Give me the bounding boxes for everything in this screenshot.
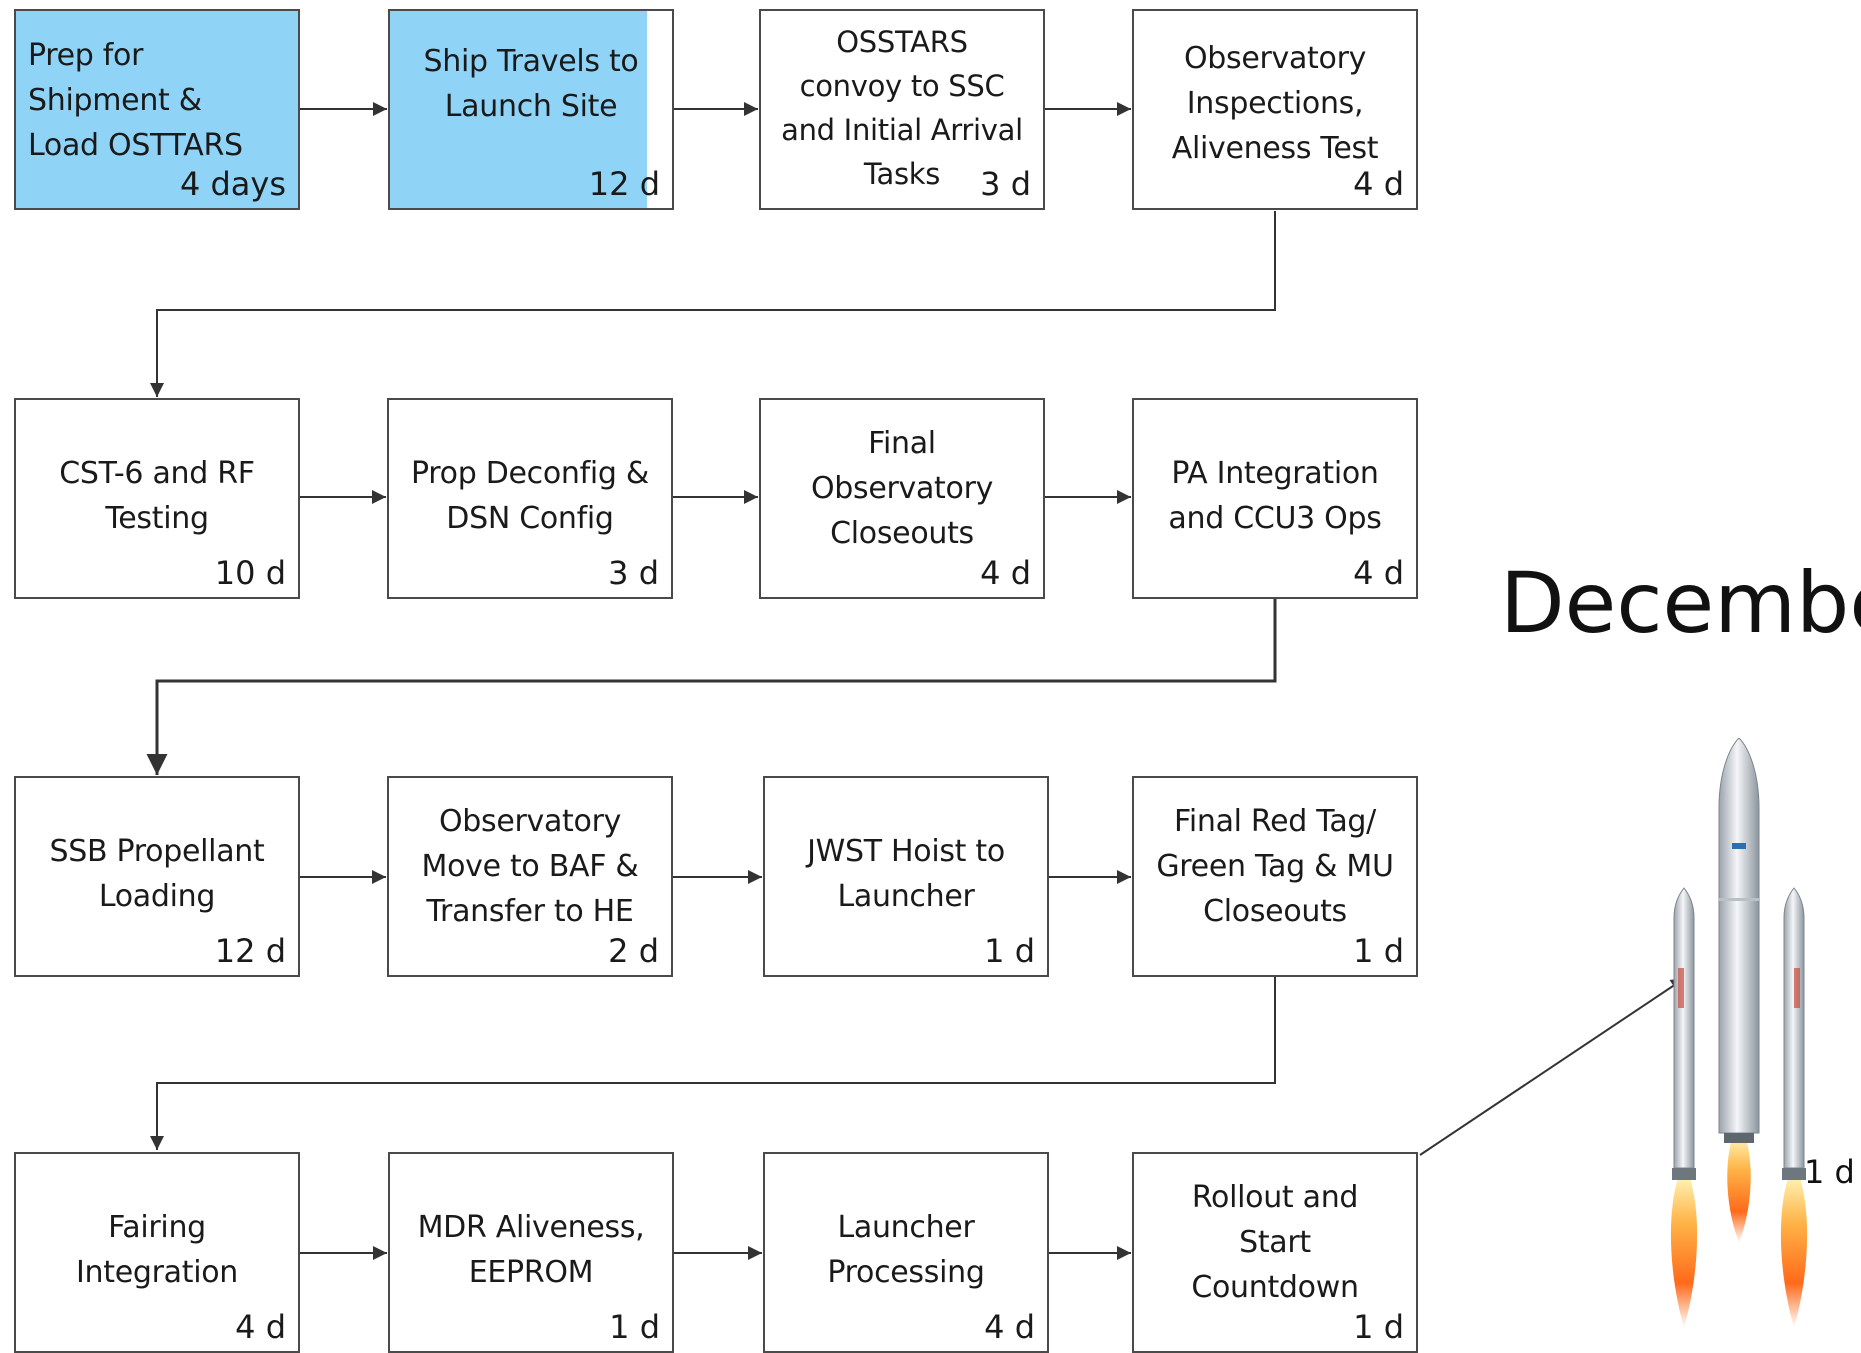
- task-fairing-integration: Fairing Integration 4 d: [14, 1152, 300, 1353]
- task-duration: 4 d: [984, 1308, 1035, 1346]
- task-label: Prop Deconfig & DSN Config: [411, 455, 649, 536]
- task-duration: 4 d: [235, 1308, 286, 1346]
- task-label: Rollout and Start Countdown: [1191, 1180, 1359, 1305]
- task-mdr-aliveness: MDR Aliveness, EEPROM 1 d: [388, 1152, 674, 1353]
- task-label: Observatory Move to BAF & Transfer to HE: [421, 804, 639, 929]
- task-duration: 4 days: [179, 165, 286, 203]
- task-rollout-countdown: Rollout and Start Countdown 1 d: [1132, 1152, 1418, 1353]
- task-final-observatory-closeouts: Final Observatory Closeouts 4 d: [759, 398, 1045, 599]
- connector-row3-row4: [150, 976, 1276, 1150]
- task-duration: 4 d: [1353, 165, 1404, 203]
- task-duration: 1 d: [1353, 932, 1404, 970]
- task-label: Fairing Integration: [75, 1209, 238, 1290]
- task-label: OSSTARS convoy to SSC and Initial Arriva…: [781, 24, 1023, 191]
- arrow-to-launch: [1419, 977, 1686, 1156]
- task-label: PA Integration and CCU3 Ops: [1168, 455, 1382, 536]
- task-label: Launcher Processing: [827, 1209, 985, 1290]
- task-prep-shipment: Prep for Shipment & Load OSTTARS 4 days: [14, 9, 300, 210]
- task-observatory-move-baf: Observatory Move to BAF & Transfer to HE…: [387, 776, 673, 977]
- task-duration: 3 d: [608, 554, 659, 592]
- launch-duration: 1 d: [1804, 1153, 1855, 1191]
- connector-row2-row3: [146, 599, 1277, 775]
- task-prop-deconfig: Prop Deconfig & DSN Config 3 d: [387, 398, 673, 599]
- task-duration: 12 d: [214, 932, 286, 970]
- task-label: SSB Propellant Loading: [49, 833, 265, 914]
- task-label: JWST Hoist to Launcher: [807, 833, 1005, 914]
- launch-month: December: [1500, 554, 1861, 652]
- connector-row1-row2: [150, 211, 1276, 397]
- task-duration: 1 d: [984, 932, 1035, 970]
- task-duration: 10 d: [214, 554, 286, 592]
- task-final-red-tag: Final Red Tag/ Green Tag & MU Closeouts …: [1132, 776, 1418, 977]
- task-duration: 1 d: [1353, 1308, 1404, 1346]
- task-duration: 1 d: [609, 1308, 660, 1346]
- task-jwst-hoist: JWST Hoist to Launcher 1 d: [763, 776, 1049, 977]
- rocket-icon: [1670, 738, 1808, 1328]
- task-ship-travels: Ship Travels to Launch Site 12 d: [388, 9, 674, 210]
- task-cst6-rf-testing: CST-6 and RF Testing 10 d: [14, 398, 300, 599]
- task-osstars-convoy: OSSTARS convoy to SSC and Initial Arriva…: [759, 9, 1045, 210]
- task-duration: 12 d: [588, 165, 660, 203]
- task-label: CST-6 and RF Testing: [59, 455, 255, 536]
- task-label: Prep for Shipment & Load OSTTARS: [28, 38, 243, 163]
- task-duration: 3 d: [980, 165, 1031, 203]
- task-duration: 4 d: [980, 554, 1031, 592]
- task-pa-integration: PA Integration and CCU3 Ops 4 d: [1132, 398, 1418, 599]
- task-launcher-processing: Launcher Processing 4 d: [763, 1152, 1049, 1353]
- task-duration: 2 d: [608, 932, 659, 970]
- task-duration: 4 d: [1353, 554, 1404, 592]
- task-label: MDR Aliveness, EEPROM: [417, 1209, 645, 1290]
- task-label: Ship Travels to Launch Site: [423, 43, 639, 124]
- task-label: Observatory Inspections, Aliveness Test: [1171, 41, 1379, 166]
- task-ssb-propellant-loading: SSB Propellant Loading 12 d: [14, 776, 300, 977]
- task-label: Final Observatory Closeouts: [810, 426, 994, 551]
- task-label: Final Red Tag/ Green Tag & MU Closeouts: [1156, 804, 1394, 929]
- task-observatory-inspections: Observatory Inspections, Aliveness Test …: [1132, 9, 1418, 210]
